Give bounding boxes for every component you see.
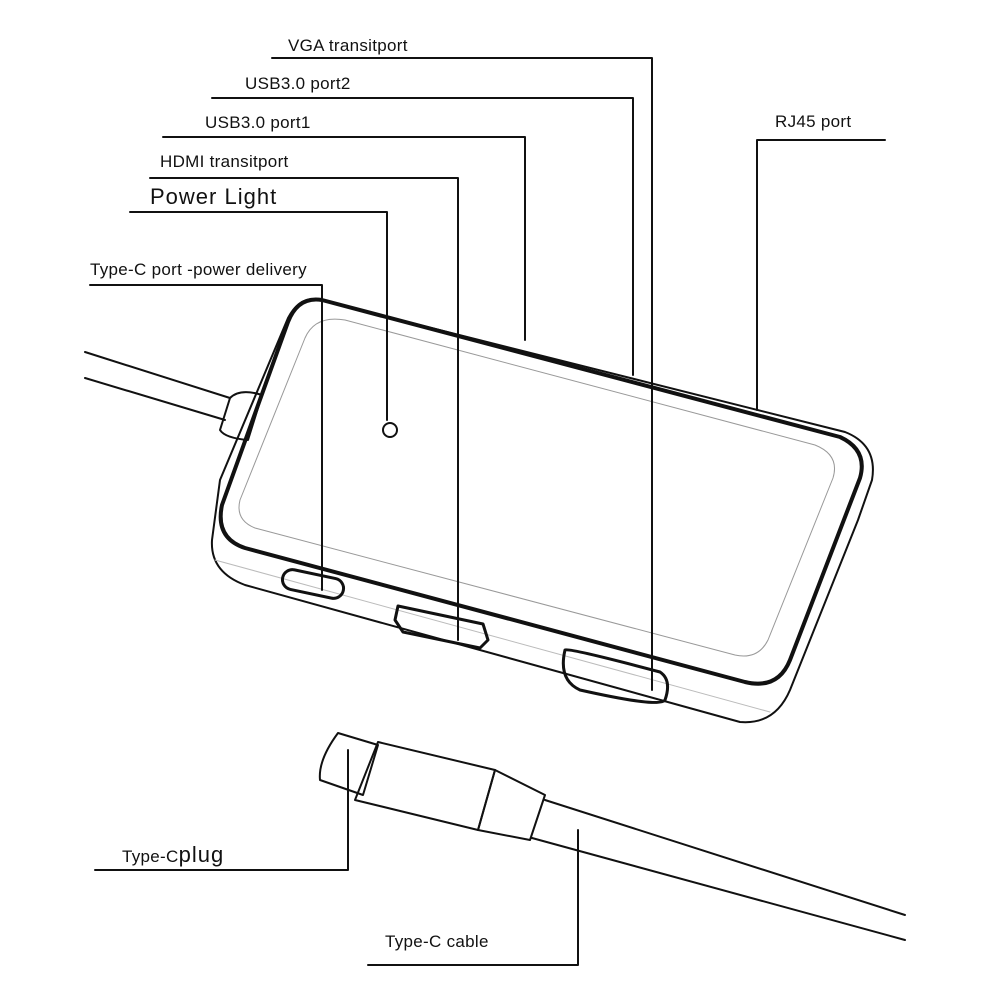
leader-lines [89,57,886,966]
power-light [382,422,398,438]
ports [280,422,670,704]
label-typec-power-delivery: Type-C port -power delivery [90,260,307,279]
label-vga-port: VGA transitport [288,36,408,55]
label-typec-plug-prefix: Type-C [122,847,179,866]
left-cable [84,351,263,441]
vga-port [561,648,670,704]
label-typec-plug: Type-Cplug [122,842,224,868]
hdmi-port [393,604,490,650]
label-typec-plug-suffix: plug [178,842,225,867]
label-rj45-port: RJ45 port [775,112,852,131]
typec-port [280,568,346,600]
label-usb-port1: USB3.0 port1 [205,113,311,132]
label-usb-port2: USB3.0 port2 [245,74,351,93]
label-power-light: Power Light [150,184,278,209]
label-typec-cable: Type-C cable [385,932,489,951]
label-hdmi-port: HDMI transitport [160,152,289,171]
typec-plug-cable [318,732,906,941]
hub-body [210,297,874,724]
